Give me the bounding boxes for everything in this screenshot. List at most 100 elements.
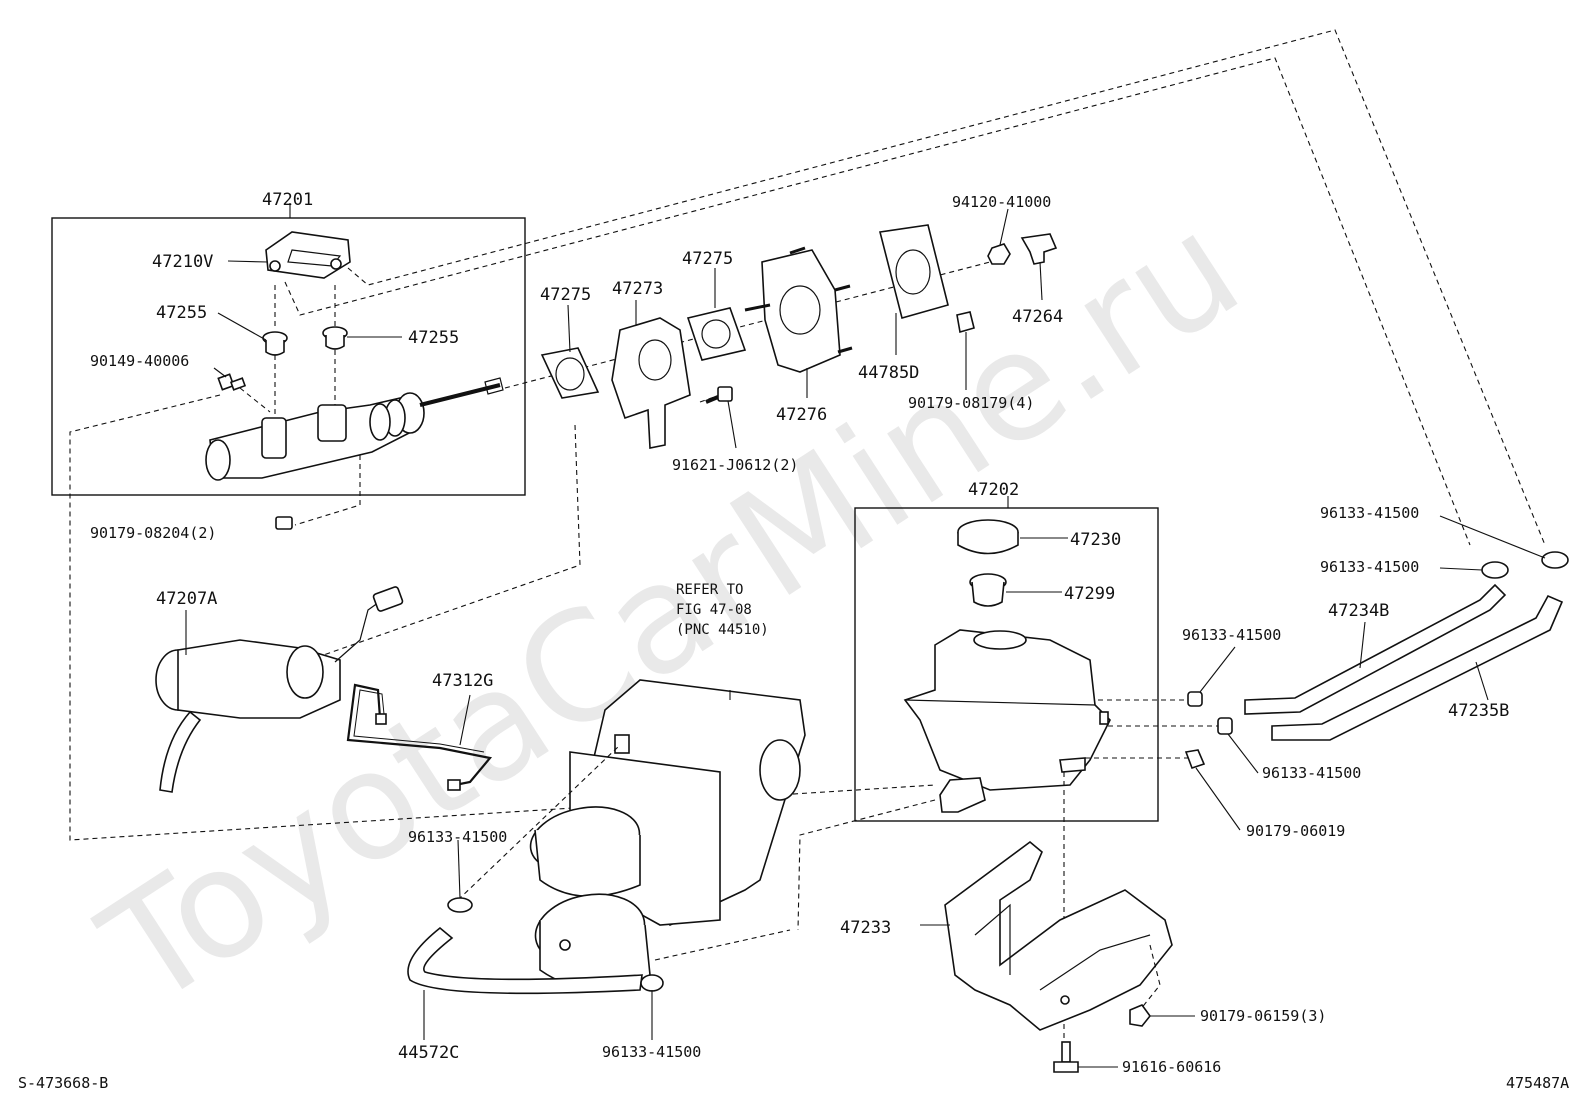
clip-47264 — [1020, 233, 1058, 265]
footer-code-left: S-473668-B — [18, 1074, 108, 1092]
label-47275-left: 47275 — [540, 285, 591, 305]
refer-note-line-3: (PNC 44510) — [676, 622, 769, 638]
label-47255-left: 47255 — [156, 303, 207, 323]
label-47312G: 47312G — [432, 671, 493, 691]
group-box-47202 — [854, 507, 1159, 822]
nut-94120-41000 — [987, 243, 1011, 265]
label-47264: 47264 — [1012, 307, 1063, 327]
hose-47234B — [1244, 583, 1507, 715]
hose-47235B — [1271, 594, 1564, 741]
clamp-96133-r1 — [1541, 551, 1569, 569]
bolt-90179-06159 — [1129, 1004, 1152, 1027]
guide-line-nut — [294, 455, 361, 526]
leader-90149 — [213, 367, 227, 378]
leader-96133-l1 — [457, 839, 461, 899]
clip-90179-06019 — [1184, 749, 1206, 770]
plate-47276 — [744, 246, 853, 373]
refer-note-line-1: REFER TO — [676, 582, 743, 598]
guide-res-left — [797, 799, 936, 931]
leader-47235B — [1475, 661, 1489, 701]
guide-hose-bottom — [654, 929, 791, 961]
label-90179-08179: 90179-08179(4) — [908, 394, 1034, 412]
label-47255-right: 47255 — [408, 328, 459, 348]
leader-47312G — [459, 694, 471, 746]
label-90149-40006: 90149-40006 — [90, 352, 189, 370]
group-box-47201 — [51, 217, 526, 496]
bolt-91616-60616 — [1053, 1041, 1079, 1073]
label-90179-08204: 90179-08204(2) — [90, 524, 216, 542]
screw-90149-40006 — [217, 373, 247, 391]
grommet-47255-right — [322, 326, 348, 350]
grommet-47255-left — [262, 331, 288, 356]
clamp-96133-r4 — [1217, 717, 1233, 735]
bolt-91621-J0612 — [705, 386, 733, 404]
cap-47230 — [957, 519, 1019, 555]
gasket-47275-left — [540, 347, 600, 399]
hose-44572C — [407, 926, 643, 995]
strainer-47299 — [969, 573, 1007, 607]
refer-note-line-2: FIG 47-08 — [676, 602, 752, 618]
label-47230: 47230 — [1070, 530, 1121, 550]
leader-96133-r4 — [1227, 733, 1259, 774]
label-94120-41000: 94120-41000 — [952, 193, 1051, 211]
label-47299: 47299 — [1064, 584, 1115, 604]
leader-47255-left — [217, 312, 267, 341]
label-47210V: 47210V — [152, 252, 213, 272]
guide-bracket-bolt — [1139, 944, 1161, 1011]
master-cylinder-body — [205, 377, 504, 481]
label-47235B: 47235B — [1448, 701, 1509, 721]
label-47273: 47273 — [612, 279, 663, 299]
label-96133-r1: 96133-41500 — [1320, 504, 1419, 522]
leader-94120 — [999, 208, 1009, 246]
guide-hose-top — [457, 744, 621, 901]
guide-line-top-2 — [284, 57, 1471, 546]
guide-screw — [239, 387, 271, 413]
label-96133-r4: 96133-41500 — [1262, 764, 1361, 782]
bracket-47273 — [611, 317, 691, 449]
gasket-47275-right — [686, 307, 747, 361]
label-44785D: 44785D — [858, 363, 919, 383]
label-96133-r3: 96133-41500 — [1182, 626, 1281, 644]
abs-actuator — [529, 679, 806, 990]
label-91621-J0612: 91621-J0612(2) — [672, 456, 798, 474]
clamp-96133-r2 — [1481, 561, 1509, 579]
leader-96133-r2 — [1439, 567, 1483, 571]
leader-47275-left — [567, 304, 571, 353]
label-96133-l2: 96133-41500 — [602, 1043, 701, 1061]
label-96133-l1: 96133-41500 — [408, 828, 507, 846]
label-47207A: 47207A — [156, 589, 217, 609]
label-91616-60616: 91616-60616 — [1122, 1058, 1221, 1076]
label-47201: 47201 — [262, 190, 313, 210]
reservoir-cover-47210V — [265, 231, 351, 279]
bracket-47233 — [944, 840, 1173, 1031]
leader-47210V — [227, 260, 269, 263]
clamp-96133-left-a — [447, 897, 473, 913]
label-47234B: 47234B — [1328, 601, 1389, 621]
guide-line-top-1 — [347, 29, 1546, 546]
label-47276: 47276 — [776, 405, 827, 425]
label-47233: 47233 — [840, 918, 891, 938]
clamp-96133-r3 — [1187, 691, 1203, 707]
stroke-simulator-47207A — [155, 586, 404, 793]
leader-91621 — [727, 400, 737, 449]
label-96133-r2: 96133-41500 — [1320, 558, 1419, 576]
label-47202: 47202 — [968, 480, 1019, 500]
label-44572C: 44572C — [398, 1043, 459, 1063]
clamp-96133-left-b — [640, 974, 664, 992]
label-90179-06019: 90179-06019 — [1246, 822, 1345, 840]
label-90179-06159: 90179-06159(3) — [1200, 1007, 1326, 1025]
nut-90179-08204 — [275, 516, 293, 530]
leader-47264 — [1039, 261, 1043, 301]
leader-90179-06019 — [1195, 767, 1241, 831]
gasket-44785D — [879, 224, 949, 319]
guide-line-mid — [294, 424, 581, 666]
leader-47234B — [1359, 621, 1366, 669]
leader-96133-r1 — [1439, 515, 1546, 559]
leader-96133-r3 — [1199, 646, 1236, 693]
nut-90179-08179 — [956, 311, 975, 334]
label-47275-right: 47275 — [682, 249, 733, 269]
footer-code-right: 475487A — [1506, 1074, 1569, 1092]
tube-47312G — [346, 683, 493, 791]
